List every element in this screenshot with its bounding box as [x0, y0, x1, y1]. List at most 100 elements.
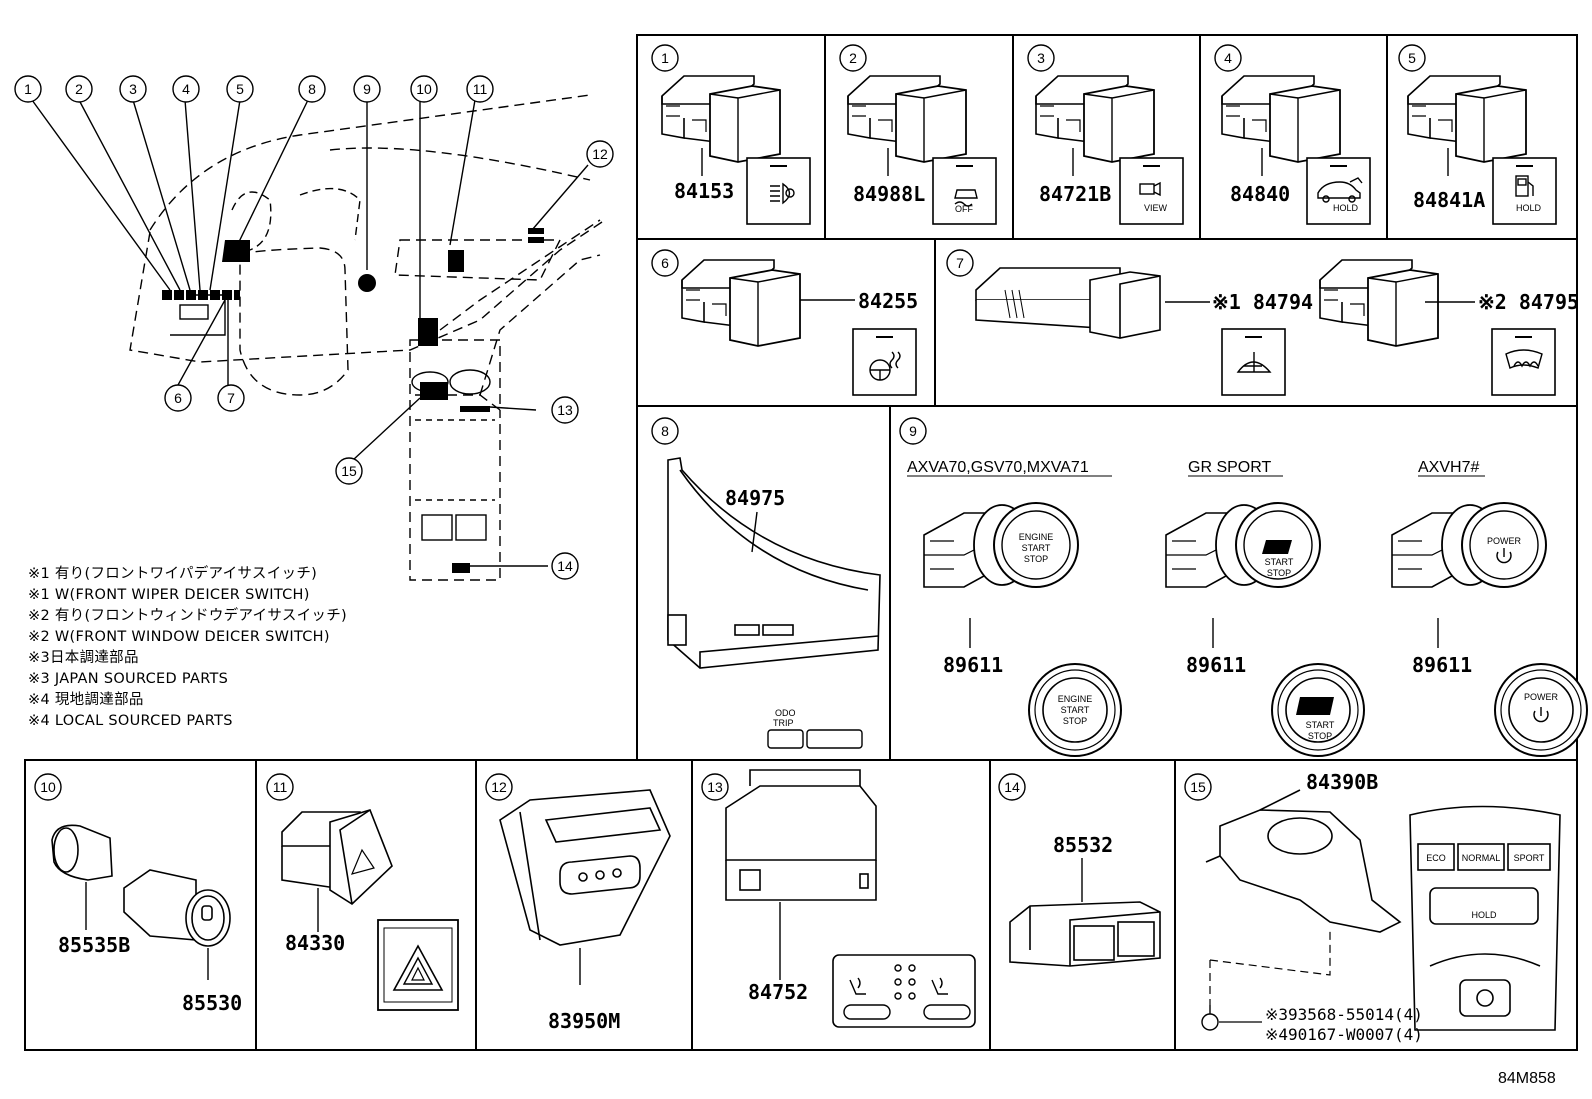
cell-num-11: 11 — [273, 779, 288, 795]
shift-lever-illustration — [1205, 789, 1402, 933]
part-number-a: 85535B — [58, 933, 130, 957]
cell-num-10: 10 — [40, 779, 56, 795]
part-number: 84390B — [1306, 770, 1378, 794]
part-numbers-c15: 84390B — [1306, 770, 1378, 794]
trunk-hold-icon — [1317, 177, 1363, 203]
part-number: 85532 — [1053, 833, 1113, 857]
sport-label: SPORT — [1514, 853, 1545, 863]
note-line: ※2 W(FRONT WINDOW DEICER SWITCH) — [28, 629, 330, 645]
odo-trip-text: ODO TRIP — [773, 708, 796, 728]
gr-logo-icon — [1262, 540, 1334, 715]
bolt-part-numbers: ※393568-55014(4) ※490167-W0007(4) — [1265, 1005, 1423, 1044]
start-label: START — [1306, 720, 1335, 730]
variant-headings: AXVA70,GSV70,MXVA71 GR SPORT AXVH7# — [907, 459, 1479, 476]
grid-frame — [24, 34, 1578, 1051]
steering-heater-icon — [869, 351, 901, 381]
overview-callout: 14 — [557, 558, 573, 574]
part-number: 89611 — [1412, 653, 1472, 677]
seat-heater-panel — [832, 954, 976, 1028]
bolt-part-a: ※393568-55014(4) — [1265, 1005, 1423, 1024]
part-number: 84752 — [748, 980, 808, 1004]
cell-num-13: 13 — [707, 779, 723, 795]
cell-num-4: 4 — [1224, 50, 1232, 66]
overview-callout: 4 — [182, 81, 190, 97]
overview-callout: 5 — [236, 81, 244, 97]
stop-label: STOP — [1024, 554, 1048, 564]
cell-num-6: 6 — [661, 255, 669, 271]
bolt-icon — [1201, 1005, 1219, 1031]
stop-label: STOP — [1063, 716, 1087, 726]
note-line: ※1 W(FRONT WIPER DEICER SWITCH) — [28, 587, 310, 603]
switch-illustrations-row1 — [661, 75, 1527, 163]
note-line: ※3 JAPAN SOURCED PARTS — [28, 671, 228, 687]
engine-label: ENGINE — [1058, 694, 1093, 704]
cell-num-14: 14 — [1004, 779, 1020, 795]
part-number: 84153 — [674, 179, 734, 203]
variant-label: AXVH7# — [1418, 459, 1479, 476]
overview-callout-labels: 1 2 3 4 5 8 9 10 11 12 6 7 13 14 15 — [24, 81, 608, 574]
overview-callout: 10 — [416, 81, 432, 97]
cell-num-9: 9 — [909, 423, 917, 439]
cell-number-circles — [34, 44, 1426, 801]
seat-heater-icon — [849, 977, 866, 995]
control-module-illustration — [499, 789, 671, 946]
note-line: ※4 LOCAL SOURCED PARTS — [28, 713, 233, 729]
heater-switch-pair-illustration — [1009, 901, 1161, 967]
part-number: 84988L — [853, 182, 925, 206]
part-number: 89611 — [1186, 653, 1246, 677]
part-numbers-c10: 85535B 85530 — [58, 933, 242, 1015]
start-label: START — [1061, 705, 1090, 715]
overview-callout: 2 — [75, 81, 83, 97]
hazard-triangle-icon — [392, 944, 444, 991]
overview-callout: 12 — [592, 146, 608, 162]
part-number-a: ※1 84794 — [1212, 290, 1313, 314]
cell-num-12: 12 — [491, 779, 507, 795]
start-label: START — [1022, 543, 1051, 553]
cell-num-5: 5 — [1408, 50, 1416, 66]
trip-label: TRIP — [773, 718, 794, 728]
fuel-lid-icon — [1515, 175, 1534, 197]
wiper-deicer-switch — [975, 267, 1161, 339]
power-symbol-icon — [1496, 548, 1549, 723]
overview-callout: 15 — [341, 463, 357, 479]
meter-cluster-panel — [667, 457, 881, 669]
power-label: POWER — [1487, 536, 1522, 546]
stop-label: STOP — [1267, 568, 1291, 578]
part-numbers-row1: 84153 84988L 84721B 84840 84841A — [674, 179, 1485, 212]
cell-num-8: 8 — [661, 423, 669, 439]
bolt-dashed-lines — [1209, 930, 1331, 1005]
overview-callouts — [14, 75, 614, 580]
part-number: 84255 — [858, 289, 918, 313]
symbol-boxes-row2 — [852, 328, 1556, 396]
row2-leaders — [800, 299, 1475, 303]
hold-label: HOLD — [1471, 910, 1497, 920]
bolt-part-b: ※490167-W0007(4) — [1265, 1025, 1423, 1044]
overview-callout: 8 — [308, 81, 316, 97]
part-number: 84841A — [1413, 188, 1485, 212]
part-numbers-row2: 84255 ※1 84794 ※2 84795 — [858, 289, 1579, 314]
cell-num-7: 7 — [956, 255, 964, 271]
power-label: POWER — [1524, 692, 1559, 702]
engine-label: ENGINE — [1019, 532, 1054, 542]
overview-callout: 9 — [363, 81, 371, 97]
off-label: OFF — [955, 204, 973, 214]
overview-callout: 3 — [129, 81, 137, 97]
c8-leader — [751, 511, 758, 553]
part-number: 84840 — [1230, 182, 1290, 206]
dashboard-overview — [31, 94, 606, 581]
note-line: ※4 現地調達部品 — [28, 691, 144, 708]
variant-label: AXVA70,GSV70,MXVA71 — [907, 459, 1089, 476]
symbol-boxes-row1 — [746, 157, 1557, 225]
headlight-leveling-icon — [770, 182, 795, 205]
view-label: VIEW — [1144, 203, 1168, 213]
icon-sublabels: OFF VIEW HOLD HOLD — [955, 203, 1542, 214]
note-line: ※1 有り(フロントワイパデアイサスイッチ) — [28, 564, 317, 582]
windshield-deicer-icon — [1505, 349, 1543, 369]
variant-label: GR SPORT — [1188, 459, 1272, 476]
overview-marks — [162, 228, 544, 573]
hazard-symbol-box — [377, 919, 459, 1011]
part-number-b: ※2 84795 — [1478, 290, 1579, 314]
part-number: 84975 — [725, 486, 785, 510]
normal-label: NORMAL — [1462, 853, 1501, 863]
drive-mode-labels: ECO NORMAL SPORT HOLD — [1426, 853, 1545, 920]
